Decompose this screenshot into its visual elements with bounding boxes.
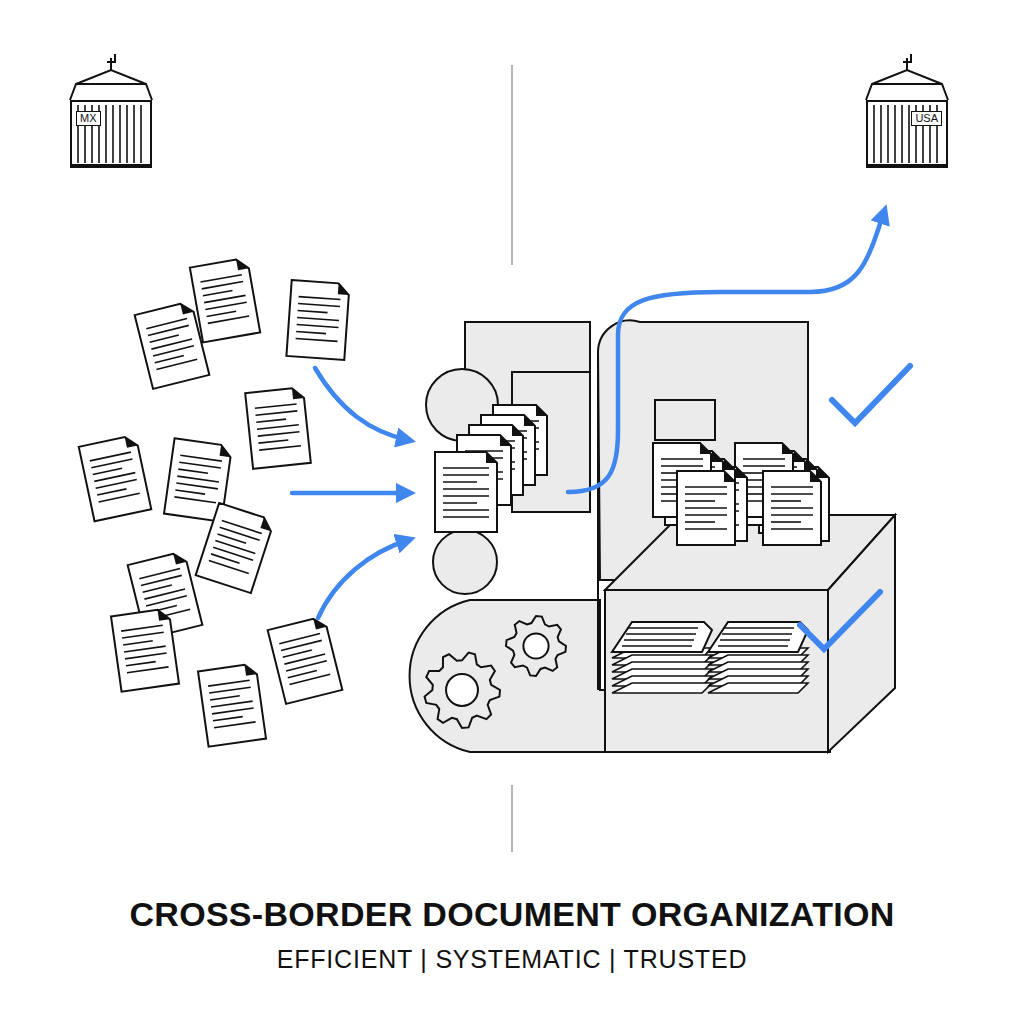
- container-roof: [70, 84, 152, 100]
- shipping-container: MX: [70, 100, 152, 168]
- flow-arrows: [292, 212, 910, 649]
- machine: [410, 320, 895, 752]
- document-icon: [677, 471, 735, 545]
- document-icon: [79, 435, 152, 521]
- paper-pile: [612, 622, 712, 693]
- container-roof: [866, 84, 948, 100]
- document-icon: [111, 608, 179, 691]
- country-label: USA: [911, 111, 942, 126]
- crane-cable: [872, 70, 942, 84]
- paper-pile: [708, 622, 808, 693]
- document-icon: [245, 387, 311, 469]
- caption: EFFICIENT | SYSTEMATIC | TRUSTED: [0, 945, 1024, 974]
- gear: [425, 653, 500, 728]
- document-icon: [763, 471, 821, 545]
- divider: [511, 785, 513, 852]
- document-icon: [190, 258, 260, 343]
- document-icon: [196, 503, 275, 593]
- document-icon: [435, 452, 497, 532]
- crane-cable: [76, 70, 146, 84]
- document-icon: [135, 301, 210, 389]
- document-icon: [286, 280, 349, 360]
- country-label: MX: [76, 111, 101, 126]
- divider: [511, 65, 513, 265]
- document-icon: [198, 663, 266, 746]
- shipping-container: USA: [866, 100, 948, 168]
- gear: [506, 616, 566, 676]
- crane-hook: [107, 54, 115, 70]
- document-icon: [268, 616, 343, 704]
- title: CROSS-BORDER DOCUMENT ORGANIZATION: [0, 895, 1024, 934]
- crane-hook: [903, 54, 911, 70]
